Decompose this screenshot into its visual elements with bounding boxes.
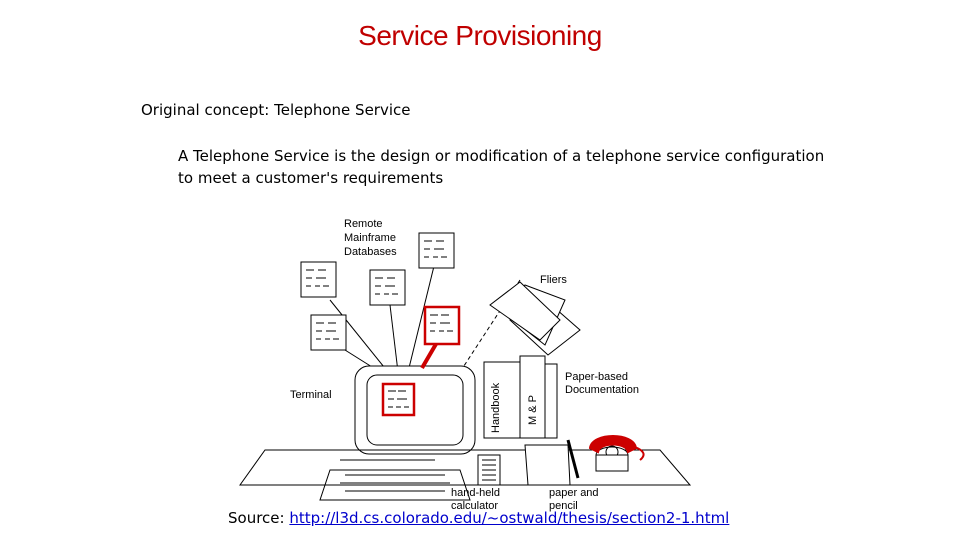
- database-card: [369, 269, 406, 306]
- calculator-icon: [477, 454, 501, 486]
- handbook-label: Handbook: [490, 382, 502, 433]
- link-line: [329, 299, 389, 373]
- link-line: [407, 261, 436, 373]
- highlight-connector: [420, 342, 438, 370]
- remote-label-2: Mainframe: [344, 232, 396, 244]
- pencil-label-1: paper and: [549, 487, 599, 499]
- pencil-label-2: pencil: [549, 500, 578, 512]
- terminal-screen-lines: [388, 390, 409, 408]
- database-card: [310, 314, 347, 351]
- source-link[interactable]: http://l3d.cs.colorado.edu/~ostwald/thes…: [289, 509, 730, 527]
- remote-label-3: Databases: [344, 246, 397, 258]
- database-card: [300, 261, 337, 298]
- calculator-label-2: calculator: [451, 500, 498, 512]
- slide-title: Service Provisioning: [358, 20, 602, 51]
- database-card: [418, 232, 455, 269]
- fliers-label: Fliers: [540, 274, 567, 286]
- highlighted-database-lines: [430, 314, 453, 332]
- telephone-cord: [631, 445, 645, 461]
- remote-label-1: Remote: [344, 218, 383, 230]
- source-line: Source: http://l3d.cs.colorado.edu/~ostw…: [228, 509, 729, 527]
- mp-label: M & P: [527, 395, 539, 425]
- paper-pencil-icon: [524, 439, 580, 486]
- source-label: Source:: [228, 509, 285, 527]
- flier-sheets: [489, 281, 581, 356]
- paper-doc-label-1: Paper-based: [565, 371, 628, 383]
- telephone-handset-icon: [588, 435, 638, 454]
- calculator-label-1: hand-held: [451, 487, 500, 499]
- handbook-binder: [483, 361, 521, 439]
- terminal-label: Terminal: [290, 389, 332, 401]
- paper-doc-label-2: Documentation: [565, 384, 639, 396]
- concept-line: Original concept: Telephone Service: [141, 101, 411, 119]
- description-text: A Telephone Service is the design or mod…: [178, 147, 825, 187]
- link-line: [389, 304, 399, 373]
- link-line: [459, 279, 521, 373]
- keyboard: [319, 459, 471, 501]
- highlighted-database: [423, 305, 461, 346]
- telephone-icon: [595, 445, 629, 472]
- documentation-binder: [544, 363, 558, 439]
